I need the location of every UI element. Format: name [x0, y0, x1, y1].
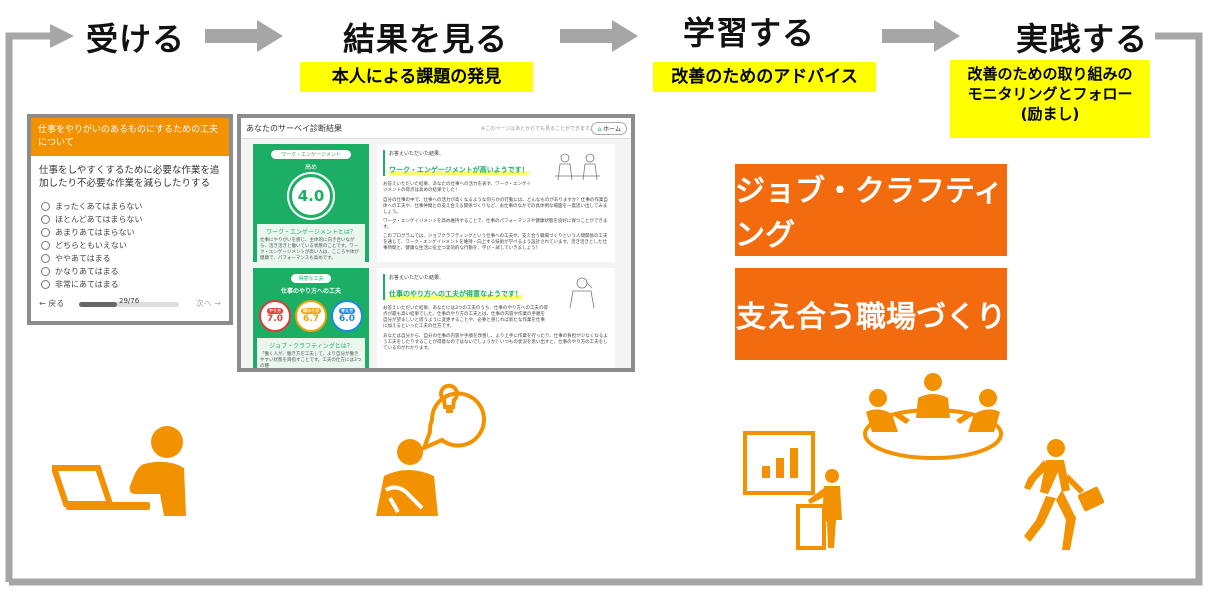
step-learn: 学習する: [683, 14, 816, 52]
survey-option[interactable]: まったくあてはまらない: [41, 200, 219, 213]
survey-option[interactable]: ほとんどあてはまらない: [41, 213, 219, 226]
arrow-3: [882, 20, 960, 52]
engagement-tag: ワーク・エンゲージメント: [271, 150, 351, 159]
engagement-body1: お答えいただいた結果、あなたの仕事への活力を表す、ワーク・エンゲイジメントの得点…: [383, 182, 531, 193]
engagement-body2: 自分の仕事の中で、仕事への活力が高くなるような何らかの行動には、どんなものがあり…: [383, 198, 608, 215]
person-at-laptop-icon: [52, 426, 186, 516]
arrow-1: [205, 20, 283, 52]
arrow-left-icon: ←: [39, 299, 46, 308]
crafting-subtitle: 仕事のやり方への工夫: [280, 288, 341, 295]
step-take: 受ける: [86, 20, 186, 58]
step-see-result: 結果を見る: [343, 20, 509, 58]
program-job-crafting: ジョブ・クラフティング: [735, 164, 1007, 256]
meeting-table-icon: [863, 373, 1003, 460]
results-title: あなたのサーベイ診断結果: [246, 124, 342, 133]
survey-option[interactable]: 非常にあてはまる: [41, 278, 219, 291]
crafting-headline: 仕事のやり方への工夫が得意なようです！: [389, 289, 522, 299]
crafting-what: ジョブ・クラフティングとは？: [269, 343, 353, 350]
engagement-greeting: お答えいただいた結果、: [389, 151, 445, 157]
survey-option[interactable]: ややあてはまる: [41, 252, 219, 265]
results-screen: あなたのサーベイ診断結果 ※このページはあとからでも見ることができます。 ⌂ ホ…: [237, 114, 635, 372]
subtitle-result: 本人による課題の発見: [300, 62, 533, 92]
subtitle-practice: 改善のための取り組みの モニタリングとフォロー (励まし): [950, 60, 1150, 138]
arrow-2: [560, 20, 638, 52]
survey-header: 仕事をやりがいのあるものにするための工夫について: [31, 118, 229, 156]
survey-question: 仕事をしやすくするために必要な作業を追加したり不必要な作業を減らしたりする: [39, 165, 220, 189]
presenter-chart-icon: [743, 431, 842, 550]
arrow-right-icon: →: [214, 299, 221, 308]
engagement-body4: このプログラムでは、ジョブクラフティングという仕事への工夫や、支え合う職場づくり…: [383, 234, 608, 251]
engagement-headline: ワーク・エンゲージメントが高いようです！: [389, 165, 529, 175]
crafting-tag: 得意な工夫: [291, 274, 331, 283]
survey-options: まったくあてはまらない ほとんどあてはまらない あまりあてはまらない どちらとも…: [31, 198, 229, 293]
results-note: ※このページはあとからでも見ることができます。: [481, 126, 595, 132]
score-kakawarikata: 関わり方 6.7: [295, 300, 327, 332]
subtitle-learn: 改善のためのアドバイス: [653, 62, 876, 92]
crafting-body1: お答えいただいた結果、あなたには3つの工夫のうち、仕事のやり方への工夫の得点が最…: [383, 306, 548, 329]
program-supportive-workplace: 支え合う職場づくり: [735, 268, 1007, 360]
back-button[interactable]: ← 戻る: [39, 299, 65, 308]
step-practice: 実践する: [1016, 20, 1149, 58]
engagement-card: ワーク・エンゲージメント 高め 4.0 ワーク・エンゲージメントとは？ 仕事にや…: [253, 144, 369, 275]
home-button[interactable]: ⌂ ホーム: [591, 122, 627, 135]
engagement-score: 4.0: [289, 174, 333, 218]
progress-bar: [79, 302, 179, 307]
crafting-detail: お答えいただいた結果、 仕事のやり方への工夫が得意なようです！ お答えいただいた…: [377, 268, 615, 368]
engagement-desc: 仕事にやりがいを感じ、主体的に向き合いながら、活き活きと働いている状態のことです…: [260, 238, 359, 261]
survey-screen: 仕事をやりがいのあるものにするための工夫について 仕事をしやすくするために必要な…: [27, 114, 233, 325]
home-icon: ⌂: [597, 126, 602, 133]
engagement-level: 高め: [304, 164, 317, 171]
worker-phone-illustration: [569, 277, 595, 309]
crafting-card: 得意な工夫 仕事のやり方への工夫 やり方 7.0 関わり方 6.7 考え方 6.…: [253, 268, 369, 368]
crafting-body2: あなたは自分から、自分の仕事の内容や手順を改善し、より上手に作業を行ったり、仕事…: [383, 334, 608, 351]
survey-option[interactable]: あまりあてはまらない: [41, 226, 219, 239]
next-button[interactable]: 次へ →: [195, 299, 221, 308]
crafting-scores: やり方 7.0 関わり方 6.7 考え方 6.0: [253, 300, 369, 332]
crafting-greeting: お答えいただいた結果、: [389, 275, 445, 281]
progress-fill: [79, 302, 117, 307]
progress-label: 29/76: [119, 297, 140, 305]
engagement-body3: ワーク・エンゲイジメントを高め維持することで、仕事のパフォーマンスや健康状態を良…: [383, 219, 608, 230]
score-kangaekata: 考え方 6.0: [331, 300, 363, 332]
survey-option[interactable]: かなりあてはまる: [41, 265, 219, 278]
survey-option[interactable]: どちらともいえない: [41, 239, 219, 252]
walking-businessman-icon: [1024, 439, 1105, 550]
score-yarikata: やり方 7.0: [259, 300, 291, 332]
people-meeting-illustration: [555, 153, 600, 181]
engagement-detail: お答えいただいた結果、 ワーク・エンゲージメントが高いようです！ お答えいただい…: [377, 144, 615, 262]
crafting-desc: 「働く人が、働き方を工夫して、より自分が働きやすい状態を目指すことです。工夫の仕…: [260, 352, 362, 369]
engagement-what: ワーク・エンゲージメントとは？: [266, 229, 356, 236]
person-idea-icon: [376, 383, 486, 516]
